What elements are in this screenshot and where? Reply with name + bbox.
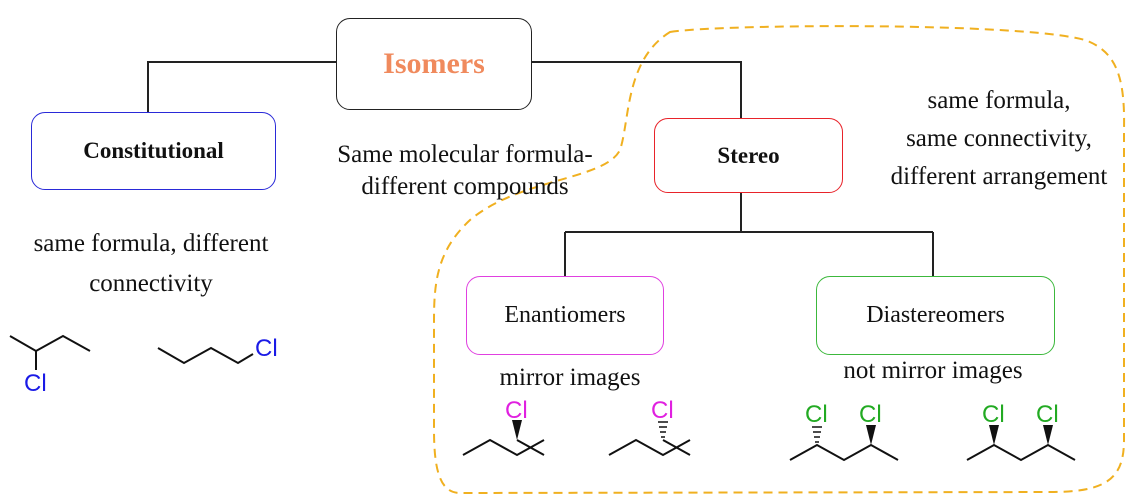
molecule-2-chlorobutane [9,334,91,370]
cl-label-constitutional-2: Cl [255,335,278,362]
stereo-box: Stereo [654,118,843,193]
hash-bond [658,421,668,438]
wedge-bond-d2a [989,425,999,445]
isomers-box: Isomers [336,18,532,110]
wedge-bond [512,420,522,440]
enantiomers-box: Enantiomers [466,276,664,355]
diastereomers-description: not mirror images [843,357,1023,384]
diastereomers-box: Diastereomers [816,276,1055,355]
molecule-1-chlorobutane [157,346,254,365]
cl-label-diastereomer-2a: Cl [982,401,1005,428]
cl-label-constitutional-1: Cl [24,370,47,397]
cl-label-enantiomer-1: Cl [505,397,528,424]
stereo-dashed-region [433,25,1126,495]
connector-root-stereo [532,61,742,118]
cl-label-enantiomer-2: Cl [651,397,674,424]
molecule-enantiomer-hash [608,438,691,457]
wedge-bond-d1 [866,425,876,445]
enantiomers-label: Enantiomers [504,302,626,328]
connector-root-constitutional [147,61,336,112]
isomers-title: Isomers [383,47,485,80]
molecule-diastereomer-2 [966,443,1076,462]
cl-label-diastereomer-1a: Cl [805,401,828,428]
wedge-bond-d2b [1043,425,1053,445]
molecule-diastereomer-1 [789,443,899,462]
molecule-enantiomer-wedge [462,438,545,457]
root-note: Same molecular formula- different compou… [337,141,593,200]
constitutional-box: Constitutional [31,112,276,190]
cl-label-diastereomer-1b: Cl [859,401,882,428]
diastereomers-label: Diastereomers [866,302,1005,328]
cl-label-diastereomer-2b: Cl [1036,401,1059,428]
constitutional-label: Constitutional [83,138,224,163]
stereo-description: same formula, same connectivity, differe… [890,87,1108,190]
constitutional-description: same formula, different connectivity [33,230,269,297]
hash-bond-d1 [812,426,822,443]
enantiomers-description: mirror images [499,364,641,391]
stereo-label: Stereo [717,142,780,168]
